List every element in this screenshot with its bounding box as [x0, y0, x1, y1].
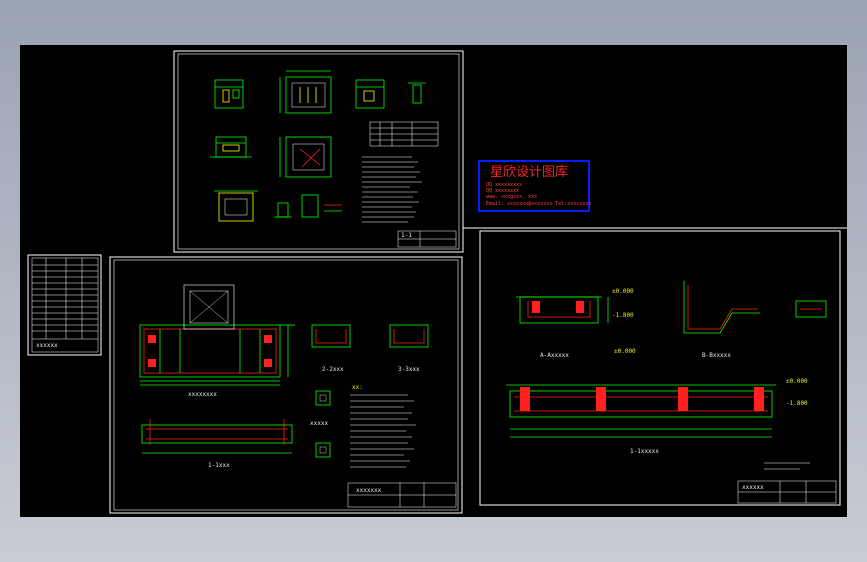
long-section-right	[506, 384, 776, 438]
notes-block-top	[362, 156, 422, 223]
cad-viewport[interactable]: 1-1 星欣设计图库 QQ xxxxxxxxx QQ xxxxxxxx www.…	[20, 45, 847, 517]
main-plan	[139, 284, 295, 386]
plan-small-3	[214, 190, 258, 222]
watermark-line3: www. xxxgxxx. xxx	[486, 194, 537, 200]
titleblock-right	[737, 480, 837, 504]
section-a-right-title: A-Axxxxx	[540, 352, 569, 359]
detail-title: xxxxx	[310, 420, 328, 427]
titleblock-top-label: 1-1	[401, 232, 412, 239]
elevation-4: -1.800	[786, 400, 808, 407]
watermark-line4: Email: xxxxxxx@xxxxxxx Tel:xxxxxxxx	[486, 201, 591, 207]
elevation-small-2	[355, 79, 385, 109]
watermark-line2: QQ xxxxxxxx	[486, 188, 519, 194]
section-a-right	[516, 296, 609, 324]
cad-drawing-canvas[interactable]: 1-1 星欣设计图库 QQ xxxxxxxxx QQ xxxxxxxx www.…	[20, 45, 847, 517]
detail-small-2	[274, 194, 342, 218]
watermark-box: 星欣设计图库 QQ xxxxxxxxx QQ xxxxxxxx www. xxx…	[478, 160, 591, 212]
elevation-small-1	[214, 79, 244, 109]
sheet-top-center[interactable]: 1-1	[173, 50, 464, 253]
titleblock-right-label: xxxxxx	[742, 484, 764, 491]
section-c-title: 3-3xxx	[398, 366, 420, 373]
sheet-right[interactable]: A-Axxxxx ±0.000 -1.800 B-Bxxxxx 1-1xxx	[463, 227, 847, 506]
section-b-right-title: B-Bxxxxx	[702, 352, 731, 359]
elevation-small-3	[210, 136, 252, 158]
notes-title-left: xx:	[352, 384, 363, 391]
notes-block-left	[350, 394, 416, 468]
left-table-title: xxxxxx	[36, 342, 58, 349]
elevation-1: ±0.000	[612, 288, 634, 295]
notes-right	[764, 462, 810, 470]
watermark-line1: QQ xxxxxxxxx	[486, 182, 522, 188]
titleblock-top	[397, 230, 457, 248]
detail-small-1	[408, 82, 426, 104]
schedule-table	[369, 121, 439, 147]
sheet-left-table[interactable]	[27, 254, 102, 356]
section-details	[311, 324, 429, 458]
plan-small-2	[279, 136, 332, 178]
main-plan-title: xxxxxxxx	[188, 391, 217, 398]
sheet-bottom-left[interactable]: xxxxxxxx 1-1xxx 2-2xxx 3-3xxx xxxxx xx:	[109, 256, 463, 514]
section-b-right	[683, 281, 760, 334]
long-section-left	[141, 419, 293, 454]
titleblock-left-label: xxxxxxx	[356, 487, 382, 494]
watermark-title: 星欣设计图库	[490, 164, 568, 180]
elevation-5: ±0.000	[614, 348, 636, 355]
plan-small-1	[279, 70, 332, 114]
elevation-3: ±0.000	[786, 378, 808, 385]
section-b-title: 2-2xxx	[322, 366, 344, 373]
section-a-title: 1-1xxx	[208, 462, 230, 469]
detail-right	[795, 300, 827, 318]
long-section-right-title: 1-1xxxxx	[630, 448, 659, 455]
elevation-2: -1.800	[612, 312, 634, 319]
titleblock-left	[347, 482, 457, 508]
